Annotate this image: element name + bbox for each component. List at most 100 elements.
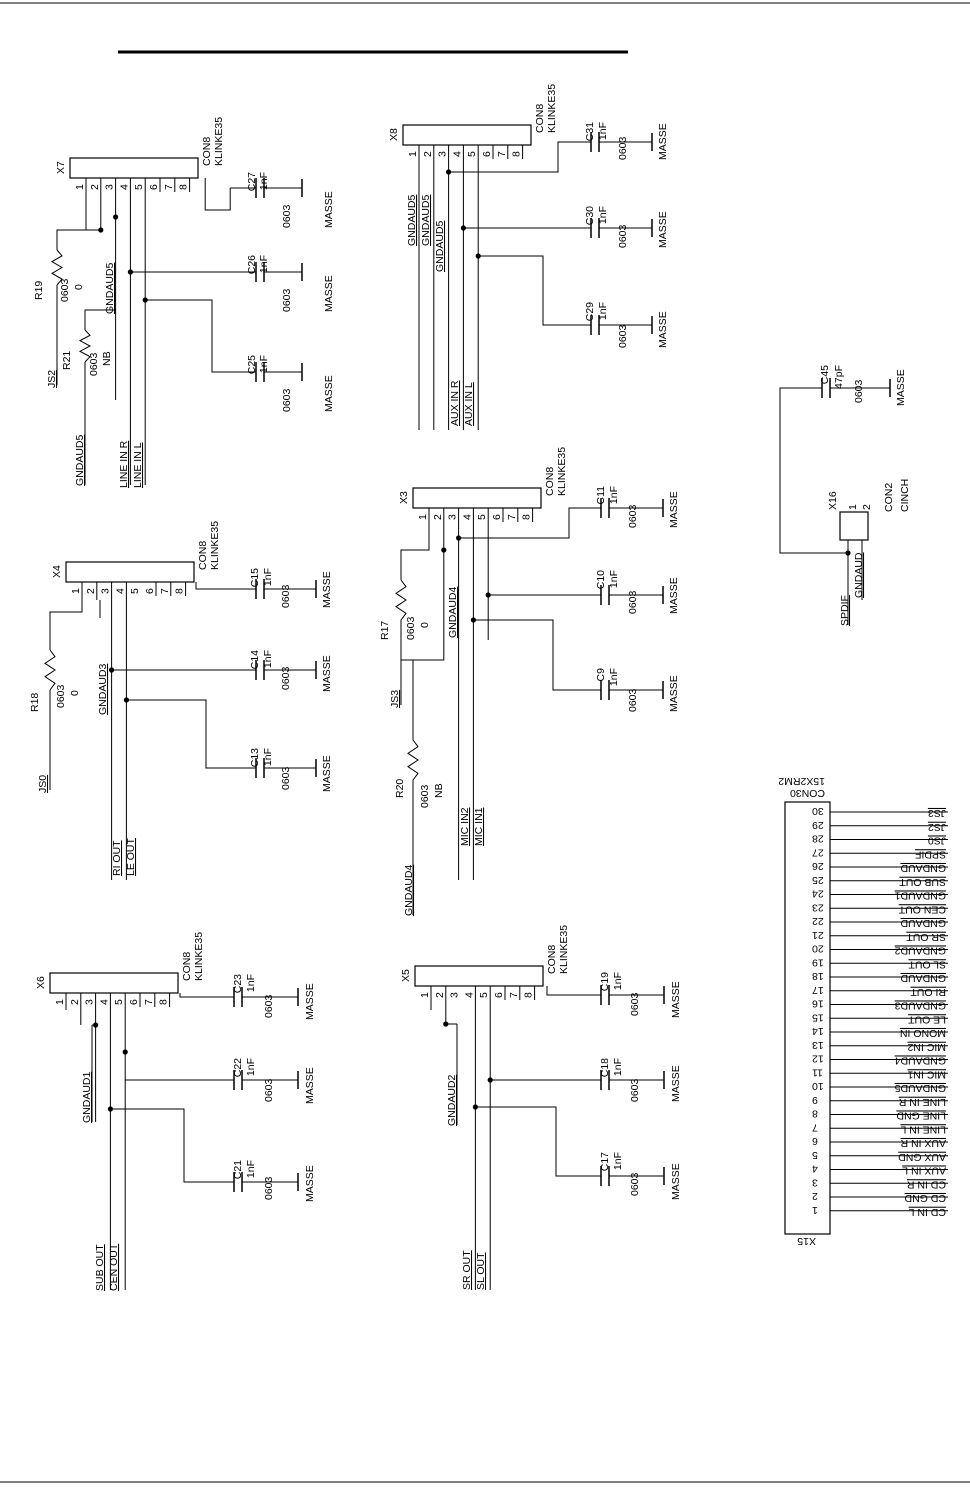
ground-label: MASSE (323, 375, 335, 412)
net-label: LINE IN L (132, 442, 144, 488)
wire (412, 659, 444, 740)
pin-number: 8 (174, 588, 186, 594)
pin-number: 1 (417, 514, 429, 520)
jack-ref: X6 (35, 976, 47, 989)
header-net-label: CD IN L (909, 1206, 947, 1218)
pin-number: 7 (508, 992, 520, 998)
header-net-label: SPDIF (915, 848, 946, 860)
pin-number: 6 (148, 184, 160, 190)
resistor-value: NB (101, 351, 113, 366)
header-pin-number: 14 (812, 1025, 824, 1037)
header-pin-number: 16 (812, 998, 824, 1010)
cap-package: 0603 (281, 288, 293, 312)
wire (110, 1108, 234, 1183)
ground-label: MASSE (670, 1065, 682, 1102)
ground-label: MASSE (657, 311, 669, 348)
pin-number: 4 (461, 514, 473, 520)
net-label: AUX IN L (463, 382, 475, 426)
net-label: MIC IN1 (473, 807, 485, 846)
header-part: 15X2RM2 (778, 775, 825, 787)
cap-ref: C11 (595, 486, 607, 505)
cap-package: 0603 (263, 994, 275, 1018)
net-label: JS0 (37, 775, 49, 793)
header-pin-number: 27 (812, 846, 824, 858)
junction-dot (142, 297, 148, 303)
wire (473, 619, 601, 691)
cap-value: 47pF (833, 365, 845, 389)
pin-number: 2 (434, 992, 446, 998)
net-label: GNDAUD (853, 552, 865, 598)
cap-package: 0603 (281, 204, 293, 228)
header-net-label: CD GND (904, 1192, 946, 1204)
resistor (44, 649, 56, 691)
ground-label: MASSE (304, 983, 316, 1020)
cap-ref: C9 (595, 668, 607, 682)
cap-ref: C23 (232, 974, 244, 993)
cap-value: 1nF (612, 1058, 624, 1076)
net-label: JS3 (389, 690, 401, 708)
header-pin-number: 28 (812, 833, 824, 845)
cap-ref: C17 (599, 1152, 611, 1171)
pin-number: 5 (476, 514, 488, 520)
jack-type: CON8 (544, 467, 556, 496)
wire (546, 986, 601, 996)
cap-ref: C21 (232, 1160, 244, 1179)
ground-label: MASSE (323, 275, 335, 312)
pin-number: 7 (163, 184, 175, 190)
resistor-ref: R21 (61, 351, 73, 370)
pin-number: 5 (129, 588, 141, 594)
jack-body (412, 487, 542, 509)
cap-package: 0603 (629, 1078, 641, 1102)
pin-number: 7 (143, 999, 155, 1005)
cap-value: 1nF (245, 1058, 257, 1076)
header-pin-number: 10 (812, 1080, 824, 1092)
pin-number: 3 (449, 992, 461, 998)
net-label: GNDAUD2 (446, 1074, 458, 1126)
header-pin-number: 30 (812, 805, 824, 817)
pin-number: 4 (118, 184, 130, 190)
cap-ref: C26 (246, 255, 258, 274)
cap-value: 1nF (597, 122, 609, 140)
header-pin-number: 26 (812, 860, 824, 872)
wire (56, 229, 101, 250)
cap-value: 1nF (608, 570, 620, 588)
header-net-label: LINE GND (896, 1110, 946, 1122)
pin-number: 4 (451, 151, 463, 157)
wire (475, 1106, 601, 1177)
net-label: GNDAUD3 (97, 663, 109, 715)
ground-label: MASSE (304, 1165, 316, 1202)
jack-type: CON8 (534, 104, 546, 133)
header-pin-number: 19 (812, 956, 824, 968)
cap-value: 1nF (258, 255, 270, 273)
pin-number: 8 (158, 999, 170, 1005)
header-pin-number: 23 (812, 901, 824, 913)
resistor-ref: R19 (33, 281, 45, 300)
cap-package: 0603 (280, 766, 292, 790)
resistor-package: 0603 (405, 616, 417, 640)
cap-package: 0603 (281, 388, 293, 412)
net-label: RI OUT (111, 840, 123, 876)
header-pin-number: 24 (812, 888, 824, 900)
cap-package: 0603 (627, 590, 639, 614)
cap-package: 0603 (280, 666, 292, 690)
cap-ref: C30 (584, 206, 596, 225)
jack-type: CON8 (197, 541, 209, 570)
jack-type: CON2 (883, 483, 895, 512)
cap-value: 1nF (245, 1160, 257, 1178)
cap-value: 1nF (245, 974, 257, 992)
cap-value: 1nF (608, 486, 620, 504)
net-label: GNDAUD5 (74, 434, 86, 486)
ground-label: MASSE (304, 1067, 316, 1104)
cap-package: 0603 (263, 1078, 275, 1102)
cap-value: 1nF (612, 972, 624, 990)
header-pin-number: 12 (812, 1053, 824, 1065)
wire (145, 299, 256, 373)
wire (478, 255, 591, 326)
cap-ref: C15 (249, 568, 261, 587)
jack-body (414, 965, 544, 987)
ground-label: MASSE (670, 1163, 682, 1200)
wire (779, 387, 848, 554)
pin-number: 8 (523, 992, 535, 998)
header-net-label: AUX IN R (900, 1137, 946, 1149)
